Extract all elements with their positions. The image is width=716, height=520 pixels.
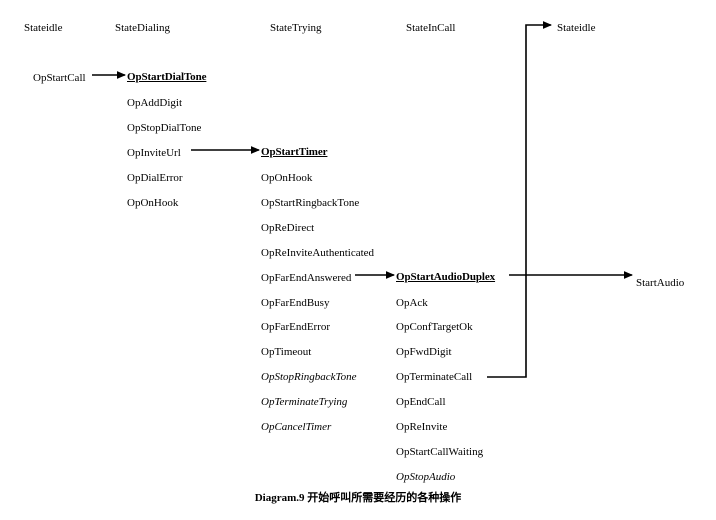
operation-opstartcall: OpStartCall [33,72,86,84]
operation-opfarendbusy: OpFarEndBusy [261,297,330,309]
operation-oponhook-trying: OpOnHook [261,172,313,184]
operation-opinviteurl: OpInviteUrl [127,147,181,159]
operation-opstartringbacktone: OpStartRingbackTone [261,197,360,209]
operation-oponhook-dialing: OpOnHook [127,197,179,209]
operation-opterminatecall: OpTerminateCall [396,371,473,383]
operation-optimeout: OpTimeout [261,346,312,358]
operation-opendcall: OpEndCall [396,396,446,408]
external-label-stateidle-return: Stateidle [557,22,596,34]
operation-opreinviteauthenticated: OpReInviteAuthenticated [261,247,375,259]
column-header-statedialing: StateDialing [115,22,170,34]
column-header-stateidle: Stateidle [24,22,63,34]
operation-opack: OpAck [396,297,428,309]
operation-opfwddigit: OpFwdDigit [396,346,452,358]
operation-opstopaudio: OpStopAudio [396,471,456,483]
operation-opdialerror: OpDialError [127,172,183,184]
operation-opstopringbacktone: OpStopRingbackTone [261,371,357,383]
external-label-startaudio: StartAudio [636,277,685,289]
operation-opreinvite: OpReInvite [396,421,448,433]
operation-opstopdialtone: OpStopDialTone [127,122,202,134]
operation-opcanceltimer: OpCancelTimer [261,421,332,433]
column-header-statetrying: StateTrying [270,22,322,34]
operation-opstartdialtone: OpStartDialTone [127,71,207,83]
operation-opstartcallwaiting: OpStartCallWaiting [396,446,484,458]
operation-opfarendanswered: OpFarEndAnswered [261,272,352,284]
operation-opredirect: OpReDirect [261,222,315,234]
operation-opadddigit: OpAddDigit [127,97,182,109]
operation-opfarenderror: OpFarEndError [261,321,331,333]
operation-opstartaudioduplex: OpStartAudioDuplex [396,271,496,283]
column-header-stateincall: StateInCall [406,22,456,34]
operation-opconftargetok: OpConfTargetOk [396,321,473,333]
operation-opstarttimer: OpStartTimer [261,146,328,158]
operation-opterminatetrying: OpTerminateTrying [261,396,348,408]
arrow-opterminatecall-to-stateidle [487,21,552,378]
diagram-caption: Diagram.9 开始呼叫所需要经历的各种操作 [254,492,462,504]
